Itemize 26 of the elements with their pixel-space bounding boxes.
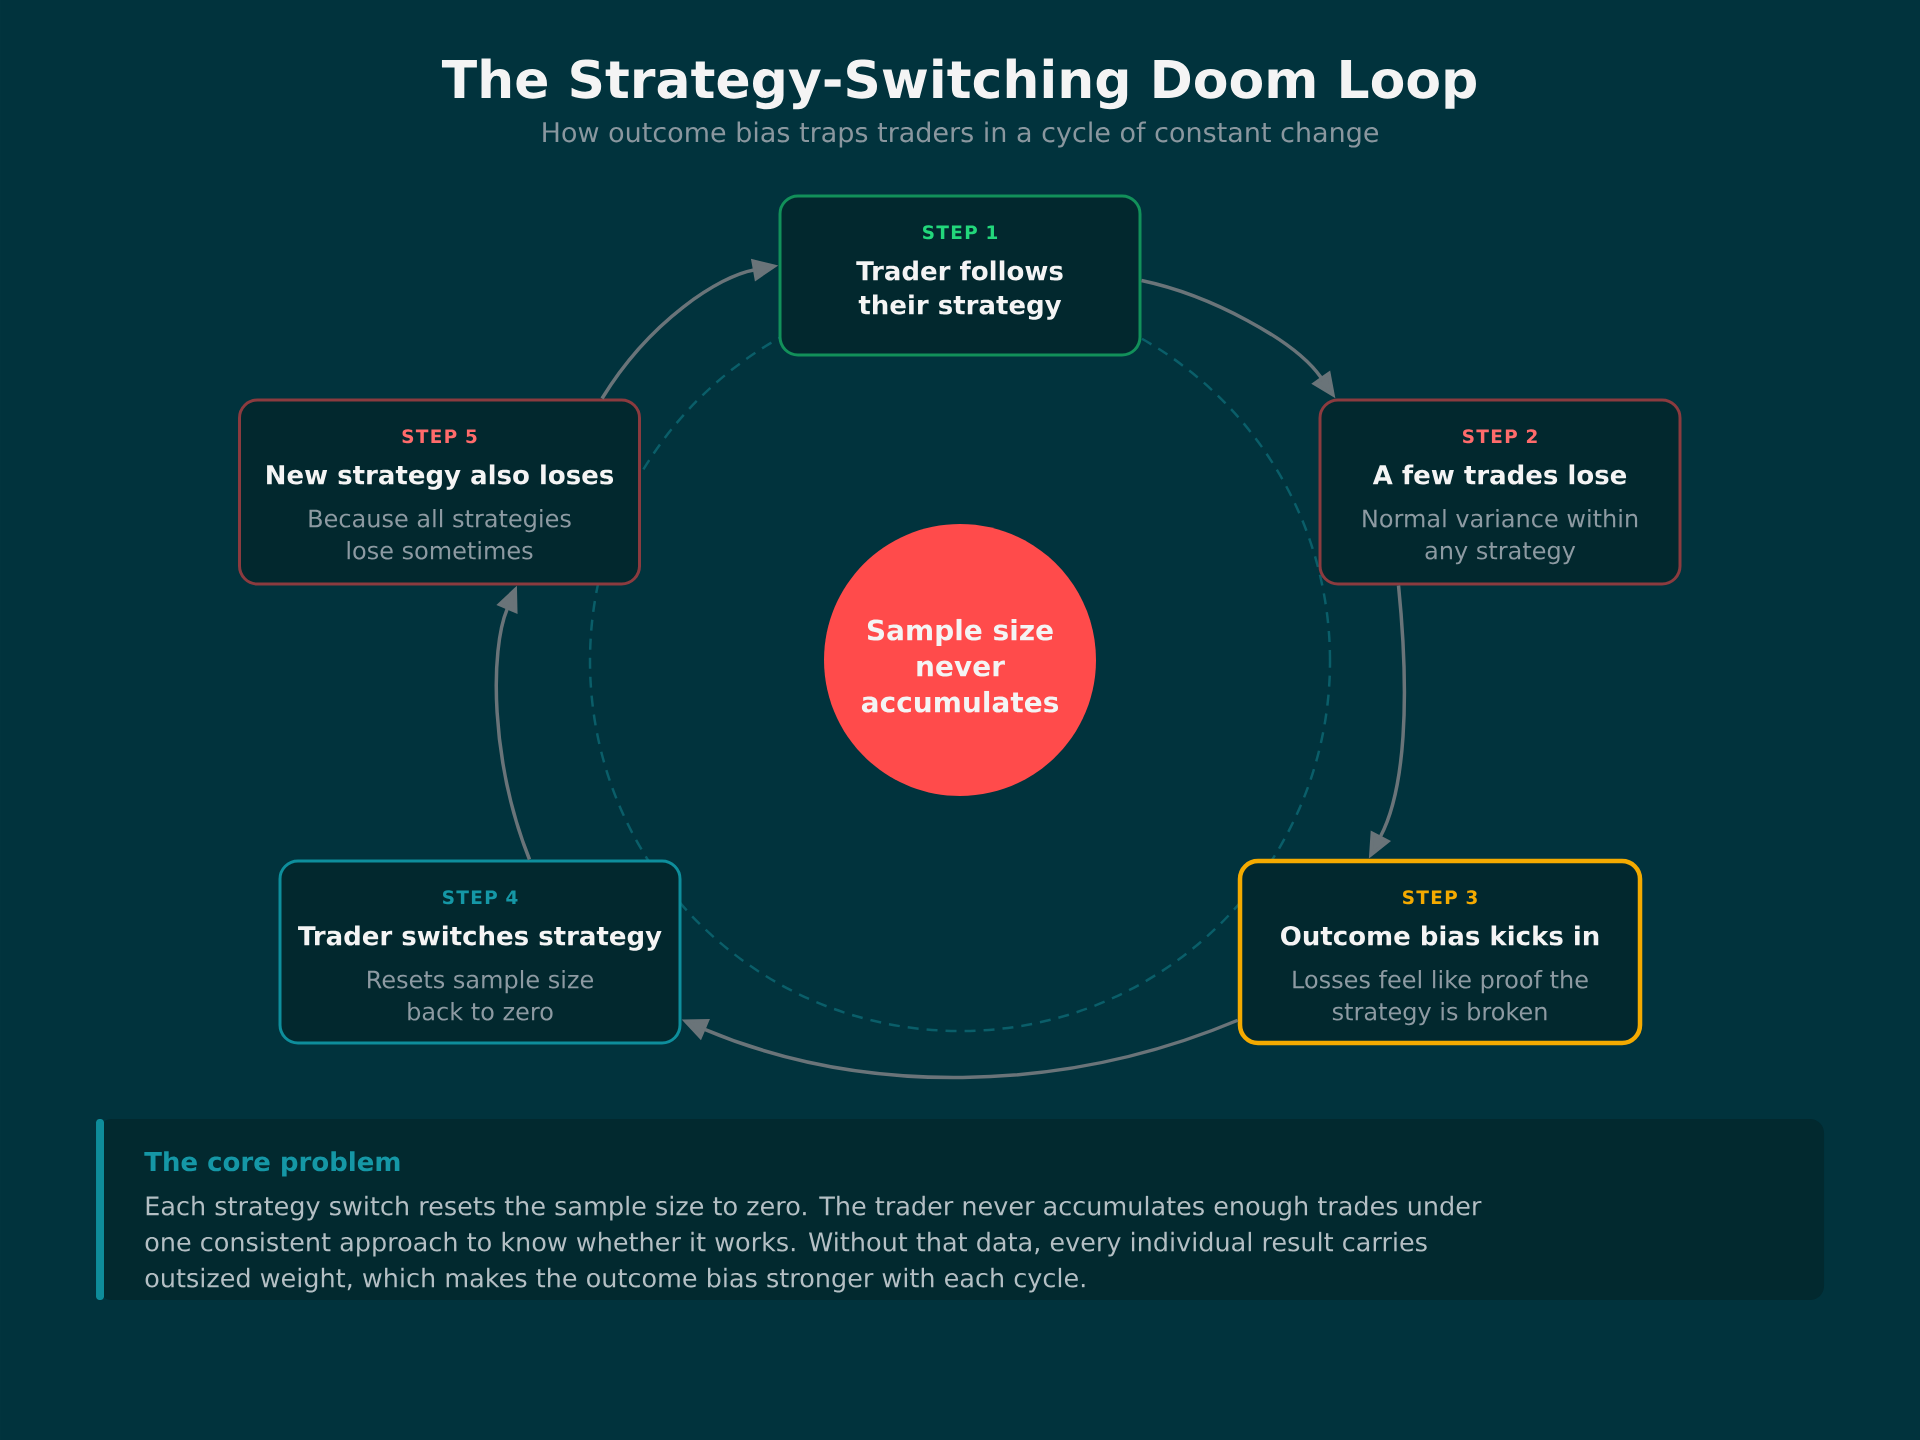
subtitle: How outcome bias traps traders in a cycle of constant change: [543, 121, 1379, 148]
note-panel: [96, 1119, 1824, 1300]
step-card: [278, 859, 682, 1045]
step-title: Outcome bias kicks in: [1281, 925, 1599, 946]
step-card: [1237, 858, 1643, 1046]
step-label: STEP 4: [443, 890, 518, 905]
panel-heading: The core problem: [144, 1151, 400, 1177]
circle-label: Sample size never accumulates: [861, 618, 1059, 713]
step-label: STEP 2: [1463, 429, 1537, 444]
step-description: Because all strategies lose sometimes: [309, 509, 571, 560]
step-title: Trader switches strategy: [298, 925, 662, 951]
step-card: [778, 194, 1142, 357]
step-card: [238, 398, 641, 586]
step-description: Resets sample size back to zero: [368, 970, 593, 1021]
step-title: New strategy also loses: [267, 464, 614, 490]
step-label: STEP 1: [923, 225, 998, 240]
step-card: [1318, 398, 1682, 586]
step-label: STEP 5: [402, 429, 477, 444]
center-circle: [824, 524, 1096, 796]
panel-text: Each strategy switch resets the sample size to zero. The trader never accumulates enough trades under one consistent approach to know whether it works. Without that data, every individual result carries outsized weight, which makes the outcome bias stronger with each cycle.: [145, 1195, 1482, 1293]
title: The Strategy-Switching Doom Loop: [441, 58, 1476, 110]
step-description: Normal variance within any strategy: [1363, 509, 1638, 565]
step-label: STEP 3: [1403, 890, 1477, 905]
step-title: A few trades lose: [1372, 464, 1627, 485]
step-title: Trader follows their strategy: [856, 260, 1063, 320]
step-description: Losses feel like proof the strategy is broken: [1293, 970, 1588, 1026]
